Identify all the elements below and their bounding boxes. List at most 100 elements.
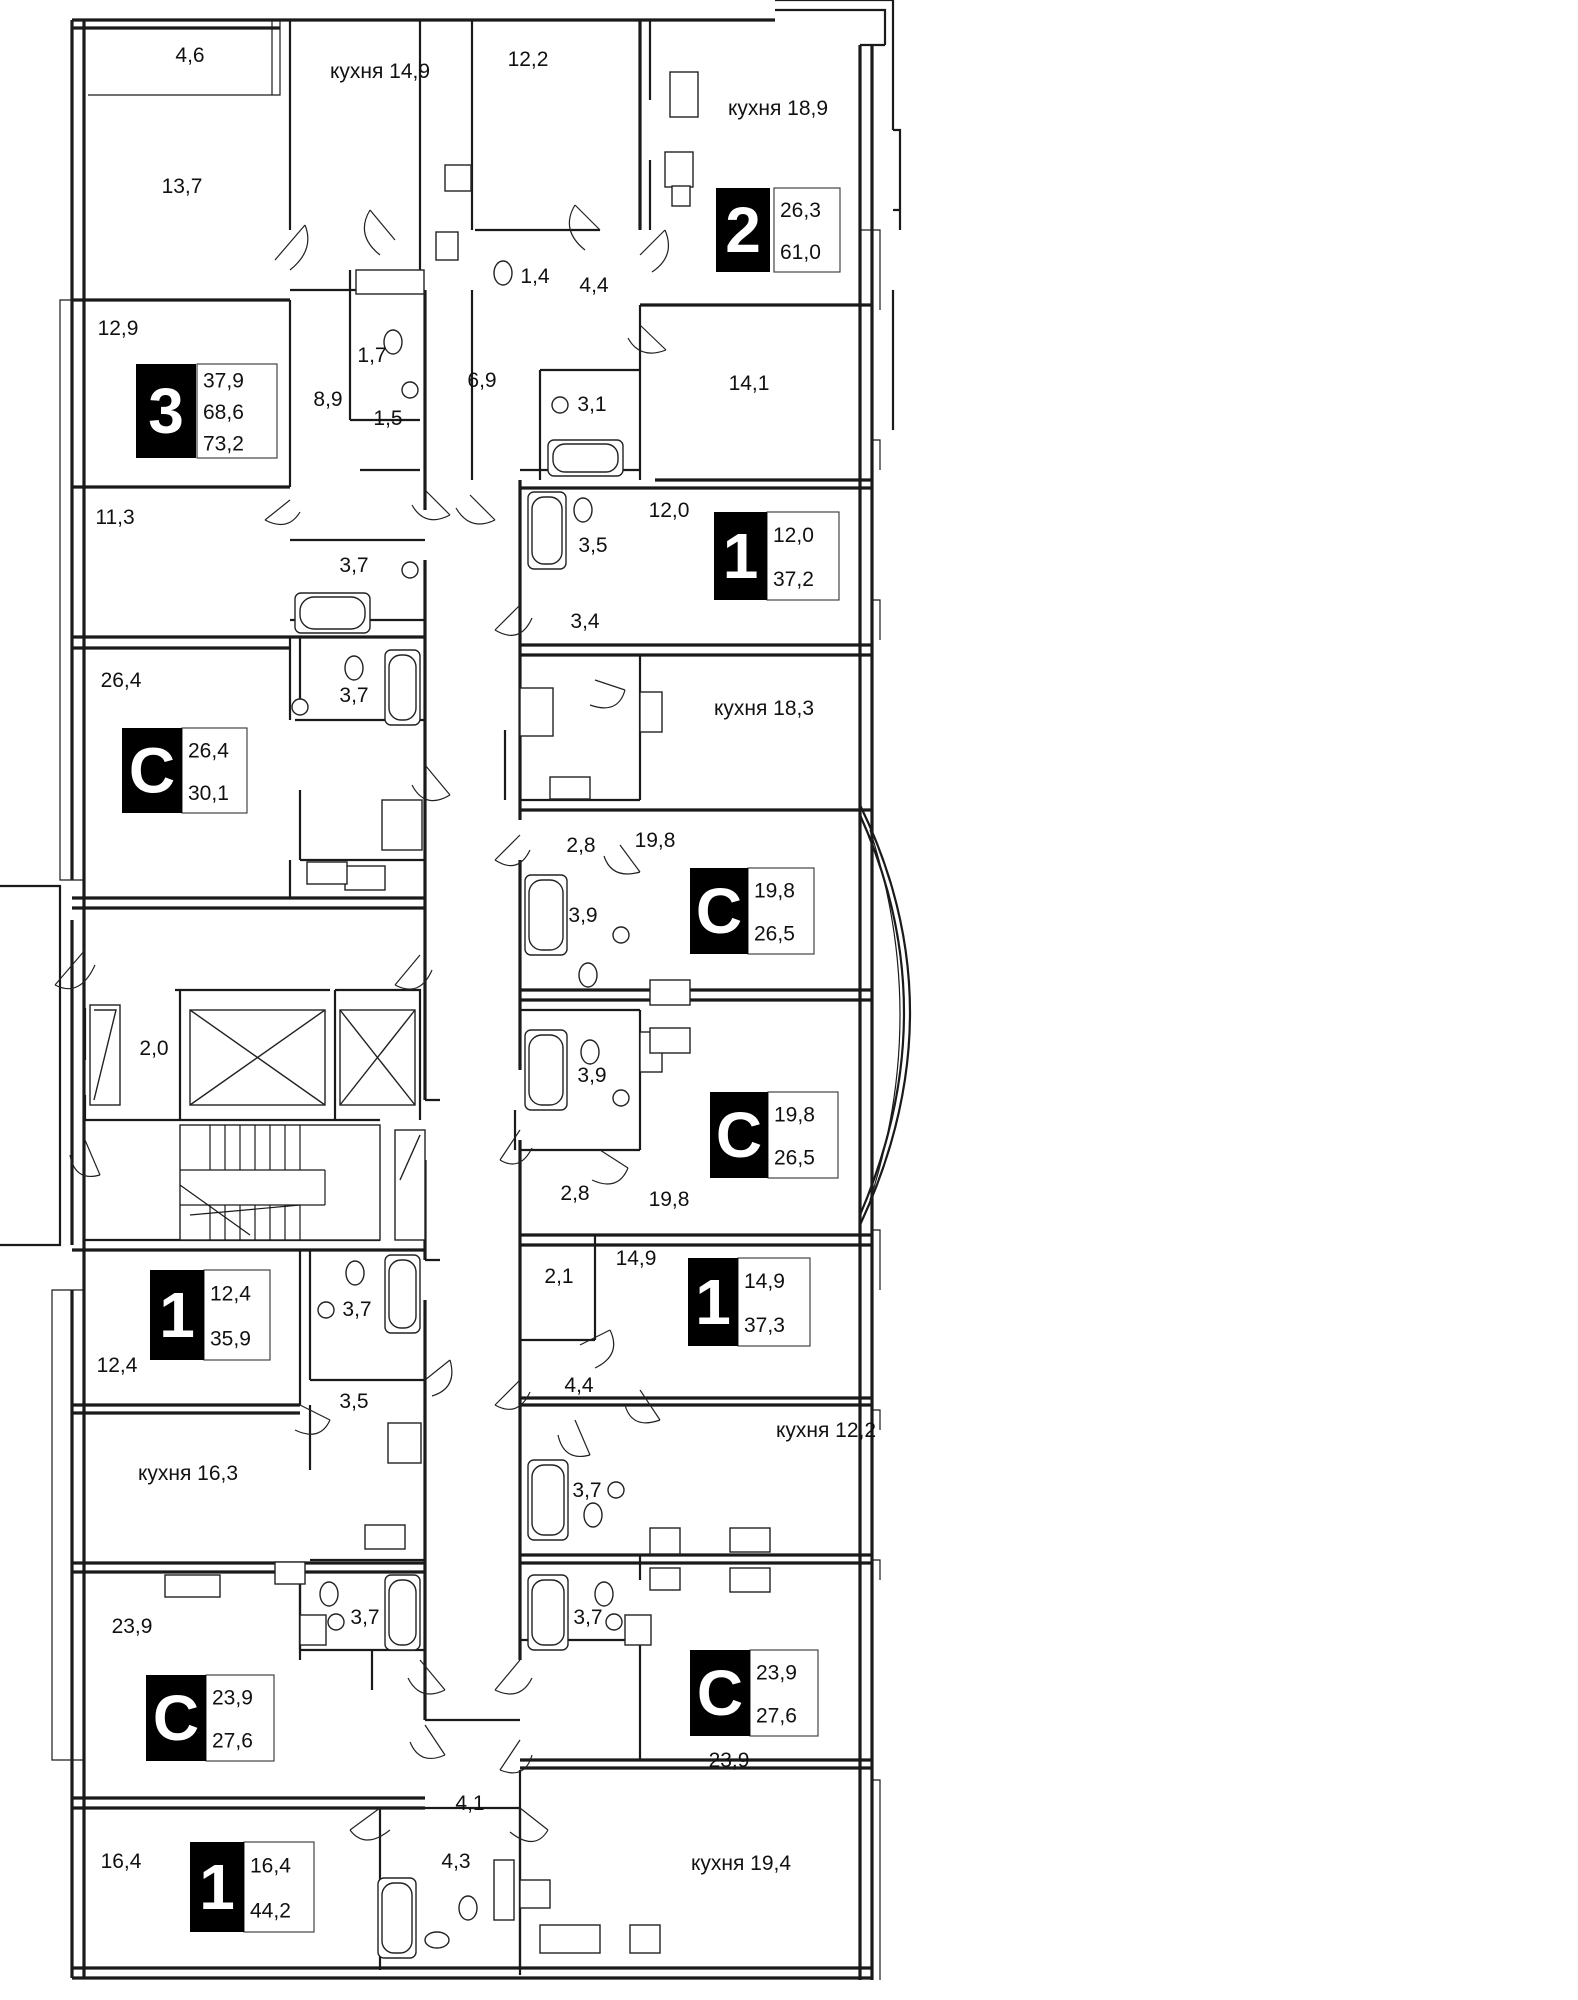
apartment-area-value: 37,3	[744, 1314, 785, 1337]
apartment-type-block	[690, 1650, 750, 1736]
apartment-area-value: 19,8	[754, 880, 795, 903]
apartment-area-value: 19,8	[774, 1104, 815, 1127]
room-area-label: 3,5	[578, 534, 607, 557]
room-area-label: 3,7	[572, 1479, 601, 1502]
room-area-label: 3,7	[350, 1606, 379, 1629]
apartment-type-letter: С	[696, 875, 742, 947]
apartment-type-block	[690, 868, 748, 954]
apartment-type-block	[710, 1092, 768, 1178]
room-area-label: кухня 12,2	[776, 1419, 876, 1442]
room-area-label: 12,0	[649, 499, 690, 522]
apartment-area-value: 26,4	[188, 739, 229, 762]
apartment-type-block	[122, 728, 182, 813]
apartment-area-value: 73,2	[203, 432, 244, 455]
apartment-type-letter: С	[129, 735, 175, 807]
apartment-badge-apt-1d: 1 16,4 44,2	[190, 1841, 315, 1933]
apartment-type-letter: 1	[199, 1851, 235, 1923]
apartment-type-letter: С	[716, 1099, 762, 1171]
apartment-area-value: 12,4	[210, 1283, 251, 1306]
apartment-area-box	[766, 511, 840, 601]
room-area-label: кухня 18,3	[714, 697, 814, 720]
room-area-label: 4,4	[564, 1374, 594, 1397]
apartment-type-block	[150, 1270, 204, 1360]
room-area-label: 12,2	[508, 48, 549, 71]
apartment-type-letter: 1	[723, 520, 759, 592]
apartment-area-value: 37,9	[203, 370, 244, 393]
room-area-label: 4,3	[441, 1850, 470, 1873]
room-area-label: 3,9	[568, 904, 597, 927]
apartment-type-block	[136, 364, 196, 458]
room-area-label: 12,9	[98, 317, 139, 340]
apartment-badge-apt-ce: С 23,9 27,6	[690, 1649, 819, 1737]
apartment-badge-apt-cd: С 23,9 27,6	[146, 1674, 275, 1762]
room-area-label: 16,4	[101, 1850, 142, 1873]
apartment-area-box	[737, 1257, 811, 1347]
room-area-label: 8,9	[313, 388, 342, 411]
room-area-label: 3,4	[570, 610, 600, 633]
apartment-type-block	[190, 1842, 244, 1932]
room-area-label: 2,1	[544, 1265, 573, 1288]
fixtures	[164, 71, 771, 1959]
room-area-label: кухня 19,4	[691, 1852, 791, 1875]
apartment-type-letter: 2	[725, 194, 761, 266]
apartment-area-value: 12,0	[773, 524, 814, 547]
apartment-area-box	[243, 1841, 315, 1933]
apartment-area-value: 16,4	[250, 1855, 291, 1878]
apartment-area-box	[196, 363, 278, 459]
apartment-type-block	[716, 188, 770, 272]
apartment-area-value: 23,9	[756, 1662, 797, 1685]
apartment-area-box	[773, 187, 841, 273]
apartment-type-letter: С	[697, 1657, 743, 1729]
apartment-type-letter: С	[153, 1682, 199, 1754]
apartment-type-letter: 1	[695, 1266, 731, 1338]
room-area-label: 3,7	[339, 554, 368, 577]
walls	[0, 0, 912, 1980]
apartment-area-value: 23,9	[212, 1687, 253, 1710]
apartment-area-value: 37,2	[773, 568, 814, 591]
apartment-area-value: 27,6	[756, 1705, 797, 1728]
room-area-label: 4,4	[579, 274, 609, 297]
staircase	[179, 1124, 426, 1241]
apartment-area-value: 26,5	[774, 1147, 815, 1170]
apartment-area-box	[203, 1269, 271, 1361]
room-area-label: 3,7	[339, 684, 368, 707]
room-area-label: 14,1	[729, 372, 770, 395]
apartment-type-block	[688, 1258, 738, 1346]
room-area-label: 3,5	[339, 1390, 368, 1413]
room-area-label: 4,6	[175, 44, 204, 67]
room-area-label: 6,9	[467, 369, 496, 392]
apartment-area-box	[205, 1674, 275, 1762]
apartment-area-box	[767, 1091, 839, 1179]
room-area-label: 14,9	[616, 1247, 657, 1270]
room-area-label: 3,9	[577, 1064, 606, 1087]
apartment-area-value: 44,2	[250, 1900, 291, 1923]
apartment-area-value: 14,9	[744, 1270, 785, 1293]
apartment-badge-apt-1a: 1 12,0 37,2	[714, 511, 840, 601]
apartment-area-value: 68,6	[203, 401, 244, 424]
room-area-label: кухня 14,9	[330, 60, 430, 83]
room-area-label: 11,3	[95, 506, 134, 529]
room-area-label: 3,7	[342, 1298, 371, 1321]
room-area-label: 3,7	[573, 1606, 602, 1629]
room-area-label: 23,9	[112, 1615, 153, 1638]
apartment-badge-apt-cc: С 19,8 26,5	[710, 1091, 839, 1179]
room-area-label: 1,5	[373, 407, 402, 430]
room-area-label: 23,9	[709, 1749, 750, 1772]
elevator-shafts	[89, 1004, 416, 1106]
apartment-area-value: 26,5	[754, 923, 795, 946]
room-area-label: 2,0	[139, 1037, 168, 1060]
apartment-area-value: 27,6	[212, 1730, 253, 1753]
room-area-label: 1,4	[520, 265, 550, 288]
apartment-badge-apt-1b: 1 14,9 37,3	[688, 1257, 811, 1347]
apartment-area-box	[181, 727, 248, 814]
room-area-label: 13,7	[162, 175, 203, 198]
apartment-area-box	[747, 867, 815, 955]
room-area-label: 19,8	[649, 1188, 690, 1211]
